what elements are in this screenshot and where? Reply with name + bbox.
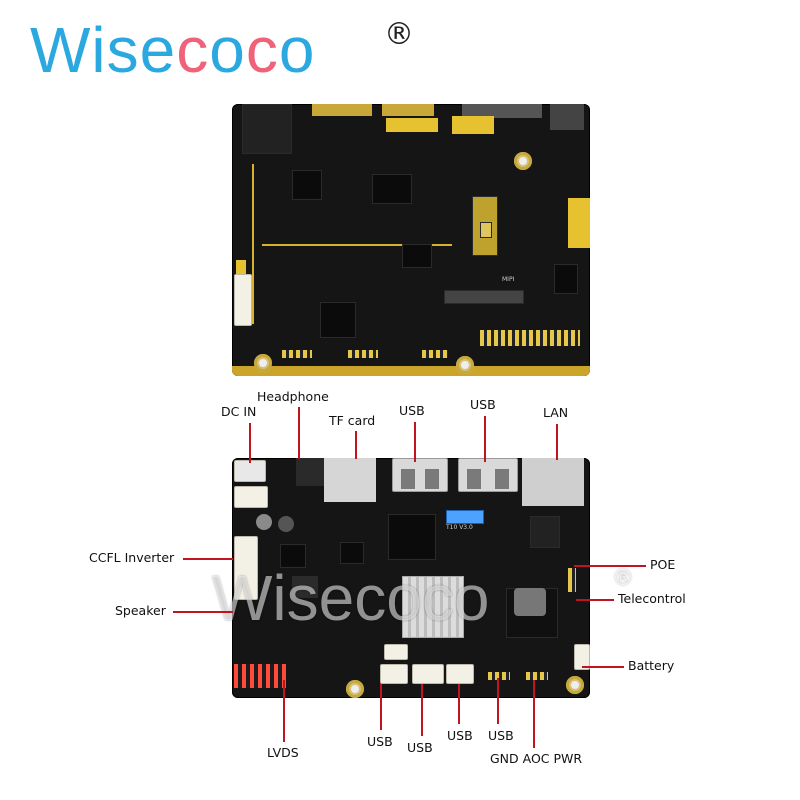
leader-battery: [582, 666, 624, 668]
label-telecontrol: Telecontrol: [618, 591, 686, 606]
watermark-registered-mark: ®: [612, 566, 634, 591]
label-usb-top-right: USB: [470, 397, 496, 412]
brand-logo: Wisecoco: [30, 14, 316, 86]
label-usb-bottom-3: USB: [447, 728, 473, 743]
leader-lvds: [283, 680, 285, 742]
leader-poe: [574, 565, 646, 567]
label-lan: LAN: [543, 405, 569, 420]
model-silkscreen: T10 V3.0: [446, 524, 473, 531]
board-back-side: MIPI: [232, 104, 590, 376]
label-gnd-aoc-pwr: GND AOC PWR: [490, 751, 583, 766]
leader-telecontrol: [576, 599, 614, 601]
label-lvds: LVDS: [267, 745, 299, 760]
leader-usb-bottom-3: [458, 684, 460, 724]
leader-speaker: [173, 611, 233, 613]
leader-usb-bottom-1: [380, 684, 382, 730]
label-battery: Battery: [628, 658, 675, 673]
label-poe: POE: [650, 557, 676, 572]
label-usb-bottom-4: USB: [488, 728, 514, 743]
leader-tf-card: [355, 431, 357, 459]
brand-watermark: Wisecoco: [212, 562, 490, 634]
leader-ccfl-inverter: [183, 558, 233, 560]
registered-mark: ®: [384, 17, 414, 52]
leader-headphone: [298, 407, 300, 459]
mipi-silkscreen: MIPI: [502, 276, 515, 283]
label-usb-bottom-2: USB: [407, 740, 433, 755]
label-speaker: Speaker: [115, 603, 166, 618]
leader-gnd-aoc-pwr: [533, 680, 535, 748]
leader-usb-bottom-4: [497, 678, 499, 724]
label-headphone: Headphone: [257, 389, 329, 404]
leader-usb-top-right: [484, 416, 486, 462]
label-dc-in: DC IN: [221, 404, 257, 419]
leader-usb-bottom-2: [421, 684, 423, 736]
label-usb-top-left: USB: [399, 403, 425, 418]
board-front-side: T10 V3.0: [232, 458, 590, 698]
leader-usb-top-left: [414, 422, 416, 462]
label-usb-bottom-1: USB: [367, 734, 393, 749]
label-ccfl-inverter: CCFL Inverter: [89, 550, 175, 565]
leader-lan: [556, 424, 558, 460]
leader-dc-in: [249, 423, 251, 463]
label-tf-card: TF card: [329, 413, 376, 428]
